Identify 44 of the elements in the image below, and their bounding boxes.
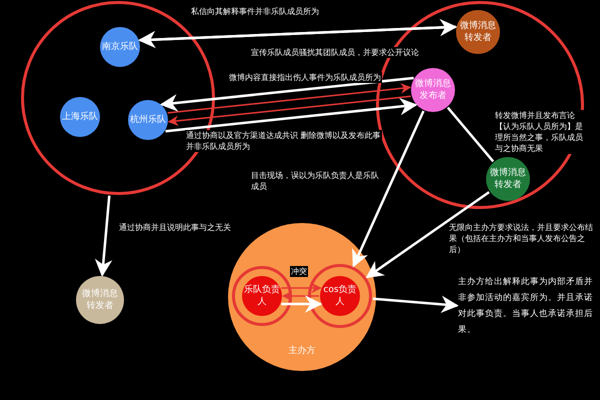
node-text: 上海乐队 — [62, 111, 98, 123]
person-circle — [320, 276, 360, 316]
group-ring — [308, 264, 372, 328]
edge-label: 通过协商以及官方渠道达成共识 删除微博以及发布此事并非乐队成员所为 — [185, 130, 382, 152]
node-text: 微博消息转发者 — [82, 288, 118, 312]
node-text: 微博消息发布者 — [415, 78, 451, 102]
arrow — [366, 191, 490, 278]
person-circle — [128, 100, 168, 140]
person-circle — [242, 276, 282, 316]
node-text: 乐队负责人 — [244, 284, 280, 308]
edge-label: 宣传乐队成员骚扰其团队成员，并要求公开议论 — [250, 47, 420, 58]
node-text: cos负责人 — [322, 284, 358, 308]
node-text: 主办方 — [288, 345, 316, 357]
arrow — [372, 296, 459, 314]
person-circle — [100, 27, 140, 67]
arrow — [168, 83, 412, 114]
person-circle — [411, 68, 455, 112]
arrow — [282, 290, 319, 302]
edge-label: 通过协商并且说明此事与之无关 — [118, 222, 232, 233]
edge-label: 目击现场，误以为乐队负责人是乐队成员 — [250, 170, 380, 192]
arrow — [352, 110, 425, 268]
edge-label: 无限向主办方要求说法，并且要求公布结果（包括在主办方和当事人发布公告之后） — [448, 222, 596, 255]
node-text: 微博消息转发者 — [460, 20, 496, 44]
edge-label: 转发微博并且发布言论【认为乐队人员所为】是理所当然之事，乐队成员与之协商无果 — [494, 110, 584, 154]
person-circle — [76, 276, 124, 324]
person-circle — [60, 97, 100, 137]
edge-label: 私信向其解释事件并非乐队成员所为 — [190, 6, 320, 17]
node-text: 杭州乐队 — [130, 114, 166, 126]
node-text: 南京乐队 — [102, 41, 138, 53]
connector-line — [446, 106, 494, 162]
note-text: 主办方给出解释此事为内部矛盾并非参加活动的嘉宾所为。并且承诺对此事负责。当事人也承诺承担后果。 — [458, 268, 594, 344]
person-circle — [456, 10, 500, 54]
arrow — [165, 98, 418, 132]
person-circle — [486, 157, 530, 201]
group-ring — [232, 266, 292, 326]
arrow — [138, 26, 456, 48]
arrow — [94, 195, 112, 277]
arrow — [168, 96, 411, 126]
arrow — [160, 76, 414, 112]
edge-label: 微博内容直接指出伤人事件为乐队成员所为 — [228, 72, 382, 83]
node-text: 微博消息转发者 — [490, 167, 526, 191]
arrow — [281, 282, 322, 294]
edge-label: 冲突 — [290, 266, 308, 277]
arrow — [281, 295, 322, 313]
